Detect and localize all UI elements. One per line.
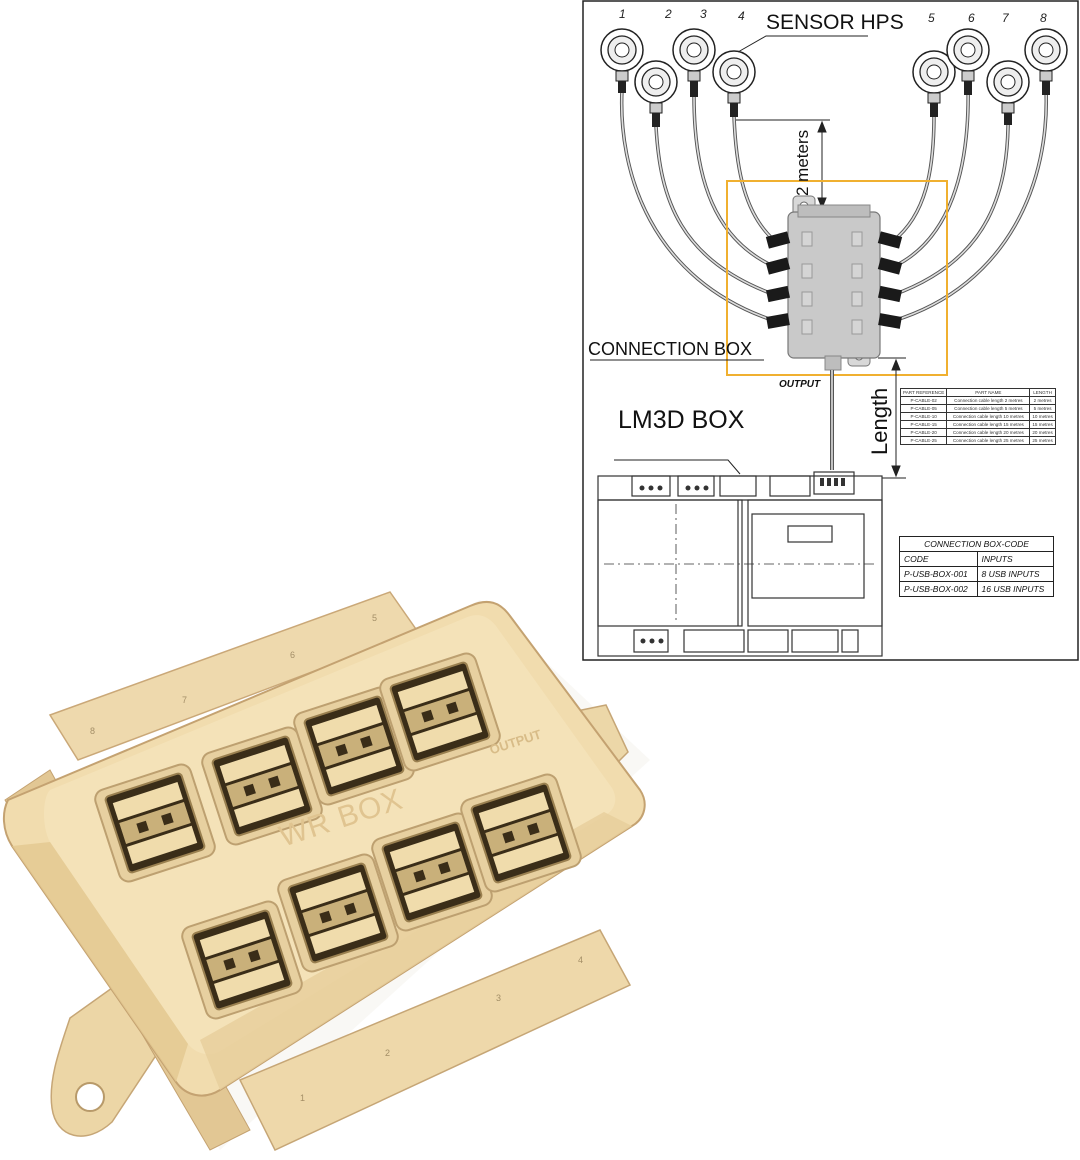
sensor-hps-label: SENSOR HPS [766,11,904,34]
sensor-number-7: 7 [1002,11,1009,25]
table-cell: P-USB-BOX-002 [899,581,978,597]
length-dimension [878,357,906,479]
table-cell: Connection cable length 2 metres [946,396,1031,405]
table-cell: Connection cable length 5 metres [946,404,1031,413]
table-cell: Connection cable length 20 metres [946,428,1031,437]
port-number-7: 7 [182,695,188,705]
sensor-2 [634,60,678,127]
usb-port-7 [371,812,493,932]
table-cell: P-CABLE-15 [899,420,948,429]
sensor-number-6: 6 [968,11,975,25]
port-number-1: 1 [300,1093,306,1103]
table-title: CONNECTION BOX-CODE [899,536,1054,552]
usb-port-1 [94,763,216,883]
sensor-number-3: 3 [700,7,707,21]
table-header: INPUTS [976,551,1054,567]
sensor-1 [600,28,644,93]
sensor-4 [712,50,756,117]
table-cell: 2 metres [1029,396,1056,405]
length-label: Length [867,387,892,455]
lm3d-box-drawing [597,471,883,657]
output-label: OUTPUT [779,379,821,390]
table-cell: 8 USB INPUTS [976,566,1054,582]
table-cell: Connection cable length 15 metres [946,420,1031,429]
sensor-hps-group [600,28,1068,127]
sensor-number-8: 8 [1040,11,1047,25]
sensor-3 [672,28,716,97]
sensor-8 [1024,28,1068,95]
connection-box-drawing [765,195,903,371]
sensor-number-5: 5 [928,11,935,25]
table-cell: P-CABLE-10 [899,412,948,421]
sensor-number-2: 2 [665,7,672,21]
port-number-3: 3 [496,993,502,1003]
table-cell: P-CABLE-02 [899,396,948,405]
two-meters-label: 2 meters [793,129,812,196]
table-cell: Connection cable length 10 metres [946,412,1031,421]
port-number-8: 8 [90,726,96,736]
usb-port-2 [201,726,323,846]
sensor-number-4: 4 [738,9,745,23]
sensor-leader-line [737,35,868,53]
table-header: LENGTH [1029,388,1056,397]
table-cell: P-CABLE-25 [899,436,948,445]
usb-port-3 [293,686,415,806]
table-cell: 25 metres [1029,436,1056,445]
table-cell: P-CABLE-20 [899,428,948,437]
sensor-number-1: 1 [619,7,626,21]
table-cell: P-USB-BOX-001 [899,566,978,582]
connection-box-label: CONNECTION BOX [588,339,753,359]
table-cell: Connection cable length 25 metres [946,436,1031,445]
port-number-5: 5 [372,613,378,623]
table-cell: 15 metres [1029,420,1056,429]
usb-ports [94,652,582,1020]
usb-port-8 [460,773,582,893]
table-cell: 16 USB INPUTS [976,581,1054,597]
usb-port-5 [181,900,303,1020]
two-meter-dimension [736,119,830,210]
table-title-row: CONNECTION BOX-CODE [899,536,1054,552]
port-number-6: 6 [290,650,296,660]
table-cell: 10 metres [1029,412,1056,421]
lm3d-leader [614,459,741,475]
port-number-2: 2 [385,1048,391,1058]
table-cell: 5 metres [1029,404,1056,413]
usb-port-4 [379,652,501,772]
cable-reference-table: PART REFERENCE PART NAME LENGTH P-CABLE-… [899,388,1056,445]
sensor-5 [912,50,956,117]
highlight-rectangle [726,180,948,376]
table-header: CODE [899,551,978,567]
lm3d-box-label: LM3D BOX [618,406,745,434]
port-number-4: 4 [578,955,584,965]
sensor-7 [986,60,1030,125]
table-cell: 20 metres [1029,428,1056,437]
table-header: PART NAME [946,388,1031,397]
usb-port-6 [277,853,399,973]
table-header-row: PART REFERENCE PART NAME LENGTH [899,388,1056,397]
table-cell: P-CABLE-05 [899,404,948,413]
sensor-6 [946,28,990,95]
table-header: PART REFERENCE [899,388,948,397]
